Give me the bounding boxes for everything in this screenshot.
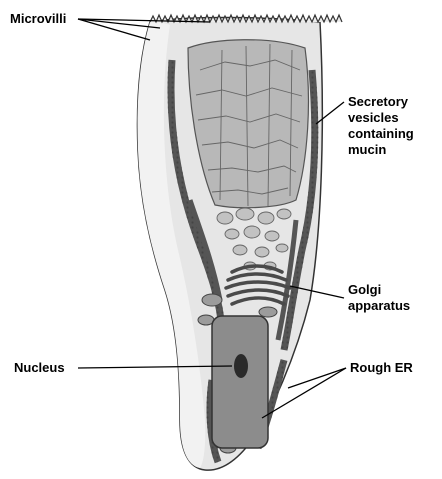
label-secretory-line4: mucin [348,142,386,158]
label-secretory-line1: Secretory [348,94,408,110]
label-secretory-line3: containing [348,126,414,142]
label-golgi-line1: Golgi [348,282,381,298]
label-secretory-line2: vesicles [348,110,399,126]
label-golgi-line2: apparatus [348,298,410,314]
label-nucleus: Nucleus [14,360,65,376]
nucleus-shape [212,316,268,448]
nucleolus [234,354,248,378]
label-rough-er: Rough ER [350,360,413,376]
label-microvilli: Microvilli [10,11,66,27]
